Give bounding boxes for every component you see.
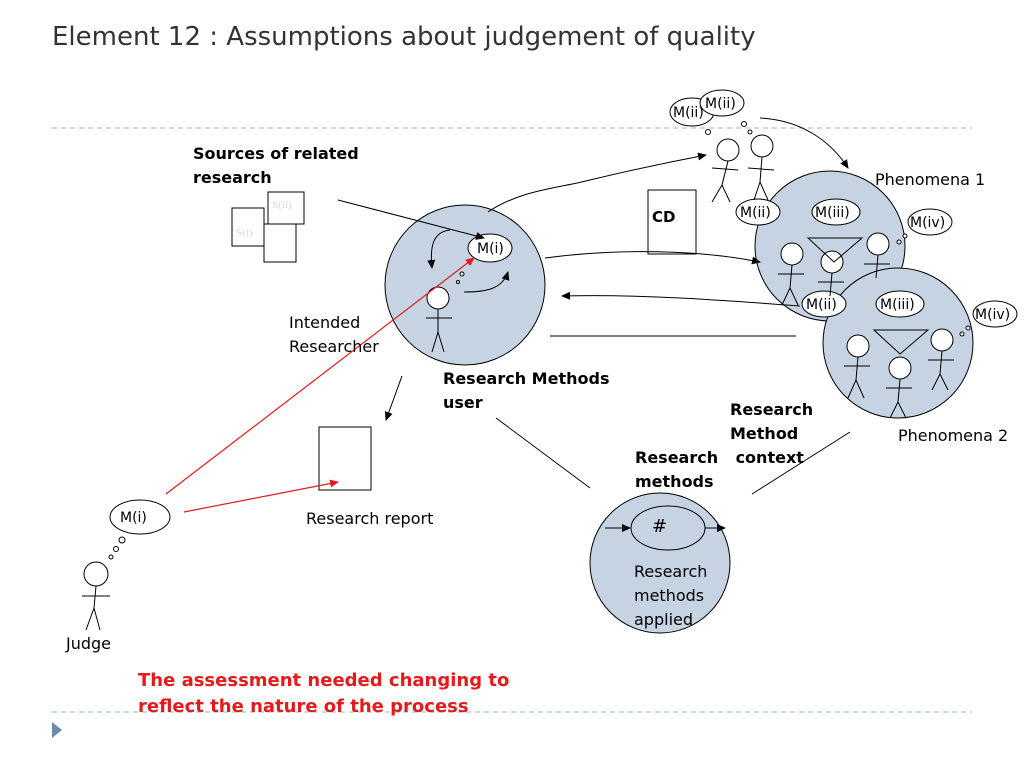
source-doc-3 <box>263 223 297 263</box>
cloud-m-iii-ph2: M(iii) <box>875 290 925 318</box>
stick-figure-ph2-b <box>886 356 912 419</box>
svg-text:M(iv): M(iv) <box>910 215 945 231</box>
stick-figure-top-2 <box>747 134 775 201</box>
cloud-m-ii-ph2: M(ii) <box>801 290 847 318</box>
bullet-triangle-icon <box>52 722 62 738</box>
judge-label: Judge <box>66 634 112 653</box>
phenomena1-label: Phenomena 1 <box>875 170 986 189</box>
stick-figure-ph1-c <box>864 232 890 279</box>
source-doc-2 <box>267 191 305 225</box>
stick-figure-researcher <box>426 286 452 353</box>
svg-text:M(iv): M(iv) <box>975 307 1010 323</box>
cloud-m-iv-ph2: M(iv) <box>972 300 1018 328</box>
svg-text:M(i): M(i) <box>120 510 147 526</box>
research-report-label: Research report <box>306 509 434 528</box>
hash-symbol: # <box>652 516 668 537</box>
page-title: Element 12 : Assumptions about judgement… <box>52 22 756 52</box>
arrow-researcher-to-ph1 <box>544 251 761 265</box>
stick-figure-ph1-b <box>818 250 844 297</box>
arrow-researcher-to-report <box>384 375 403 421</box>
methods-inner-ellipse <box>630 505 706 551</box>
stick-figure-top-1 <box>711 138 740 203</box>
red-arrow-to-report <box>183 479 339 513</box>
phenomena2-circle <box>822 267 974 419</box>
svg-text:M(iii): M(iii) <box>815 205 850 221</box>
arrow-researcher-inner-left <box>427 229 451 269</box>
red-arrow-to-researcher <box>165 257 475 495</box>
arrow-researcher-inner-right <box>463 271 510 293</box>
arrow-researcher-to-top <box>487 152 707 213</box>
svg-text:M(iii): M(iii) <box>880 297 915 313</box>
cd-box <box>647 189 697 255</box>
svg-text:M(i): M(i) <box>477 241 504 257</box>
stick-figure-judge <box>82 561 110 631</box>
cloud-m-iv-ph1: M(iv) <box>907 208 953 236</box>
source-s2-label: S(ii) <box>272 199 292 211</box>
svg-text:M(ii): M(ii) <box>705 96 736 112</box>
svg-text:M(ii): M(ii) <box>673 105 704 121</box>
cloud-m-i-researcher: M(i) <box>467 233 513 263</box>
cloud-m-ii-ph1: M(ii) <box>735 198 781 226</box>
research-report-doc <box>318 426 372 491</box>
cd-label: CD <box>652 208 675 226</box>
stick-figure-ph2-a <box>844 334 870 399</box>
stick-figure-ph2-c <box>928 328 954 391</box>
cloud-m-i-judge: M(i) <box>109 499 171 535</box>
arrow-ph-to-researcher <box>561 291 801 307</box>
phenomena2-label: Phenomena 2 <box>898 426 1009 445</box>
svg-text:M(ii): M(ii) <box>740 205 771 221</box>
source-doc-1 <box>231 207 265 247</box>
arrow-sources-to-researcher <box>337 199 485 240</box>
cloud-m-iii-ph1: M(iii) <box>811 198 861 226</box>
source-s1-label: S(i) <box>236 227 253 239</box>
stick-figure-ph1-a <box>778 242 804 306</box>
cloud-m-ii-top-b: M(ii) <box>699 89 745 117</box>
researcher-circle <box>384 204 546 366</box>
svg-text:M(ii): M(ii) <box>806 297 837 313</box>
arrow-top-to-ph1 <box>759 117 849 169</box>
